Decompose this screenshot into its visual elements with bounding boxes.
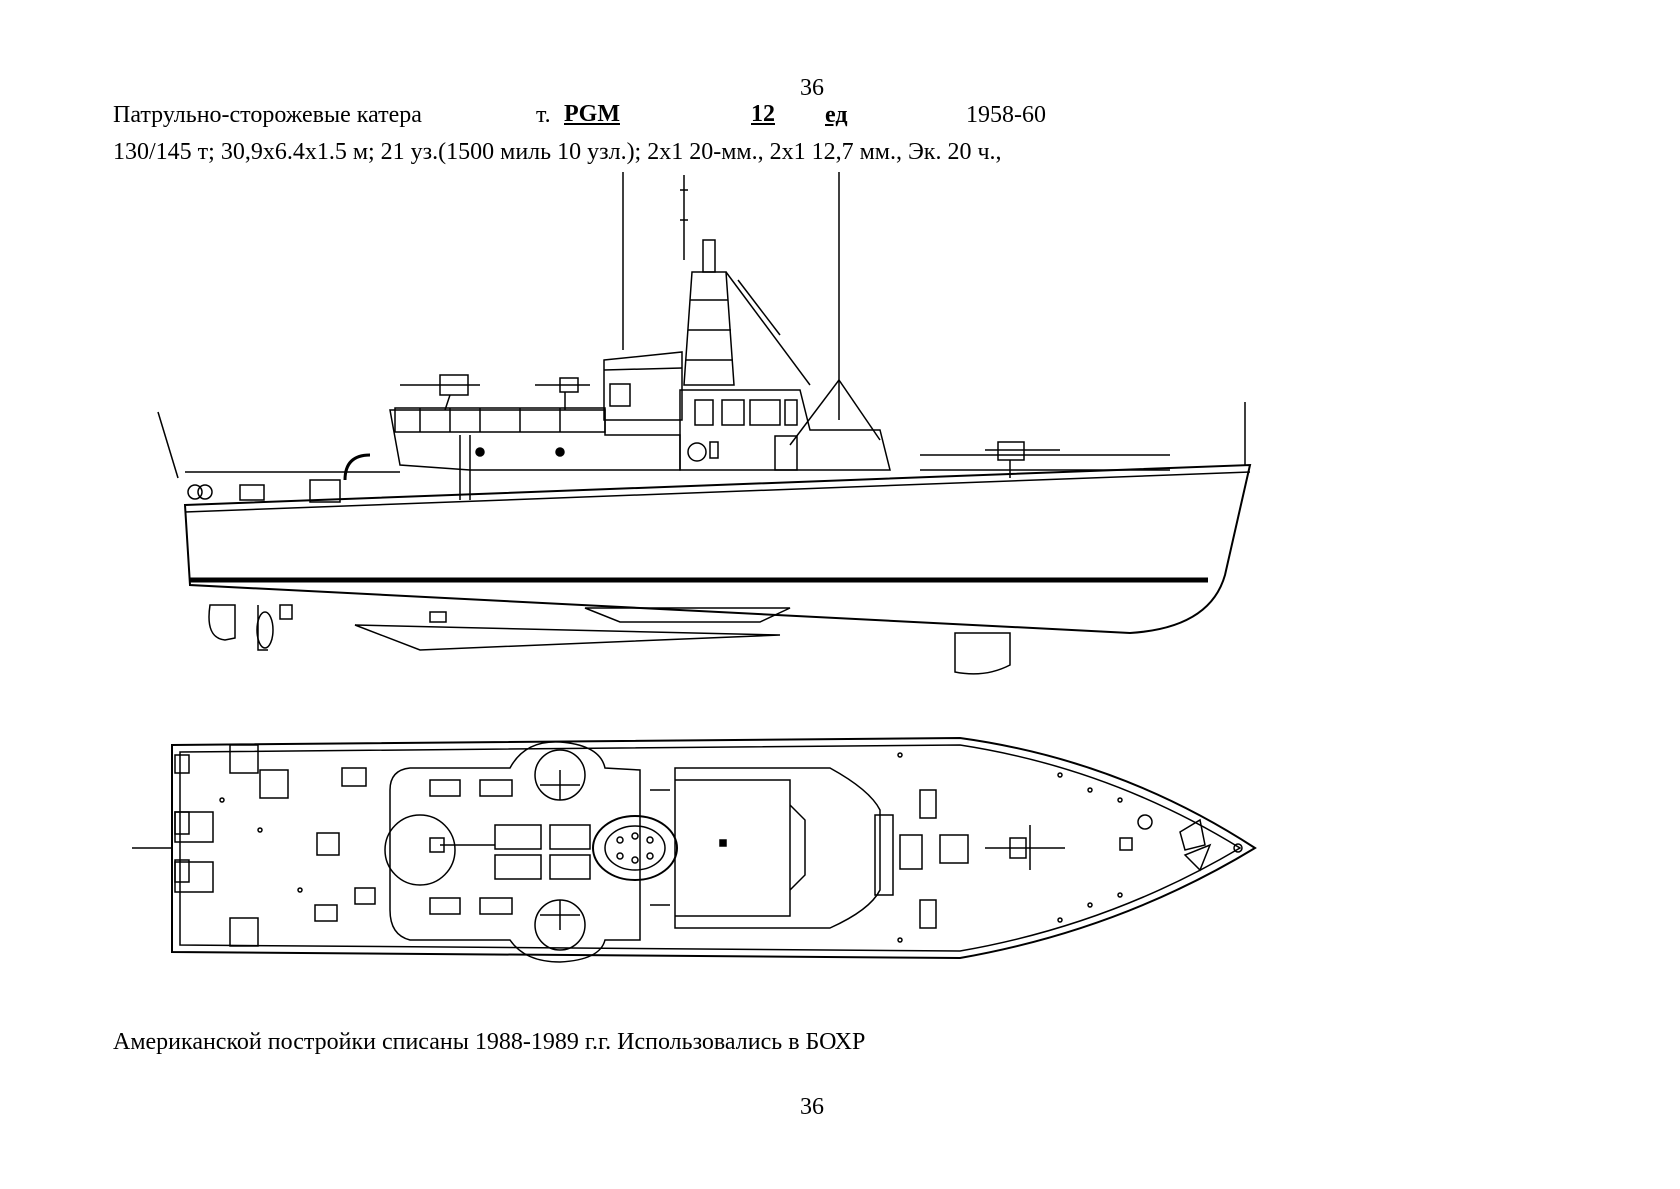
gun-mount (535, 377, 590, 410)
gun-mount (540, 770, 580, 800)
unit-label: ед (825, 102, 848, 128)
page-number-bottom: 36 (800, 1094, 824, 1120)
gun-mount (429, 837, 495, 853)
plan-view-drawing (132, 736, 1257, 963)
side-profile-drawing (157, 172, 1252, 675)
type-prefix: т. (536, 102, 551, 128)
gun-mount (985, 825, 1065, 870)
gun-mount (400, 374, 480, 411)
unit-count: 12 (751, 101, 775, 127)
vessel-class-title: Патрульно-сторожевые катера (113, 102, 422, 128)
build-years: 1958-60 (966, 102, 1046, 128)
page-number-top: 36 (800, 75, 824, 101)
type-name: PGM (564, 101, 620, 127)
gun-mount (540, 900, 580, 930)
footer-note: Американской постройки списаны 1988-1989… (113, 1029, 866, 1055)
specifications-line: 130/145 т; 30,9х6.4х1.5 м; 21 уз.(1500 м… (113, 139, 1002, 165)
